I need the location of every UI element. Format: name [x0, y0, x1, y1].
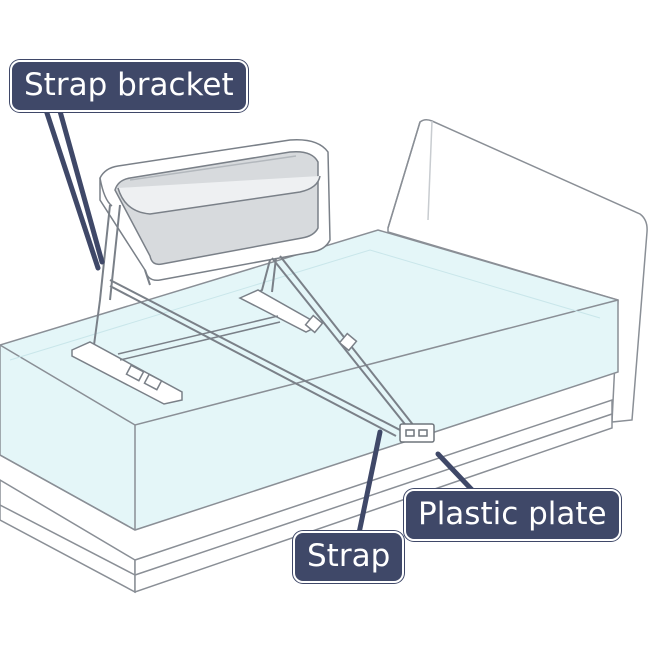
mattress: [0, 229, 619, 531]
plastic-plate-label: Plastic plate: [404, 489, 621, 541]
plastic-plate: [399, 423, 435, 443]
bed-frame: [0, 398, 613, 594]
crib-legs: [93, 204, 277, 346]
crib-bassinet: [99, 139, 331, 282]
strap-label: Strap: [293, 531, 405, 583]
callout-pointers: [41, 101, 477, 541]
strap-buckles: [304, 314, 358, 352]
strap-bracket-label: Strap bracket: [10, 60, 248, 112]
headboard: [387, 118, 648, 423]
